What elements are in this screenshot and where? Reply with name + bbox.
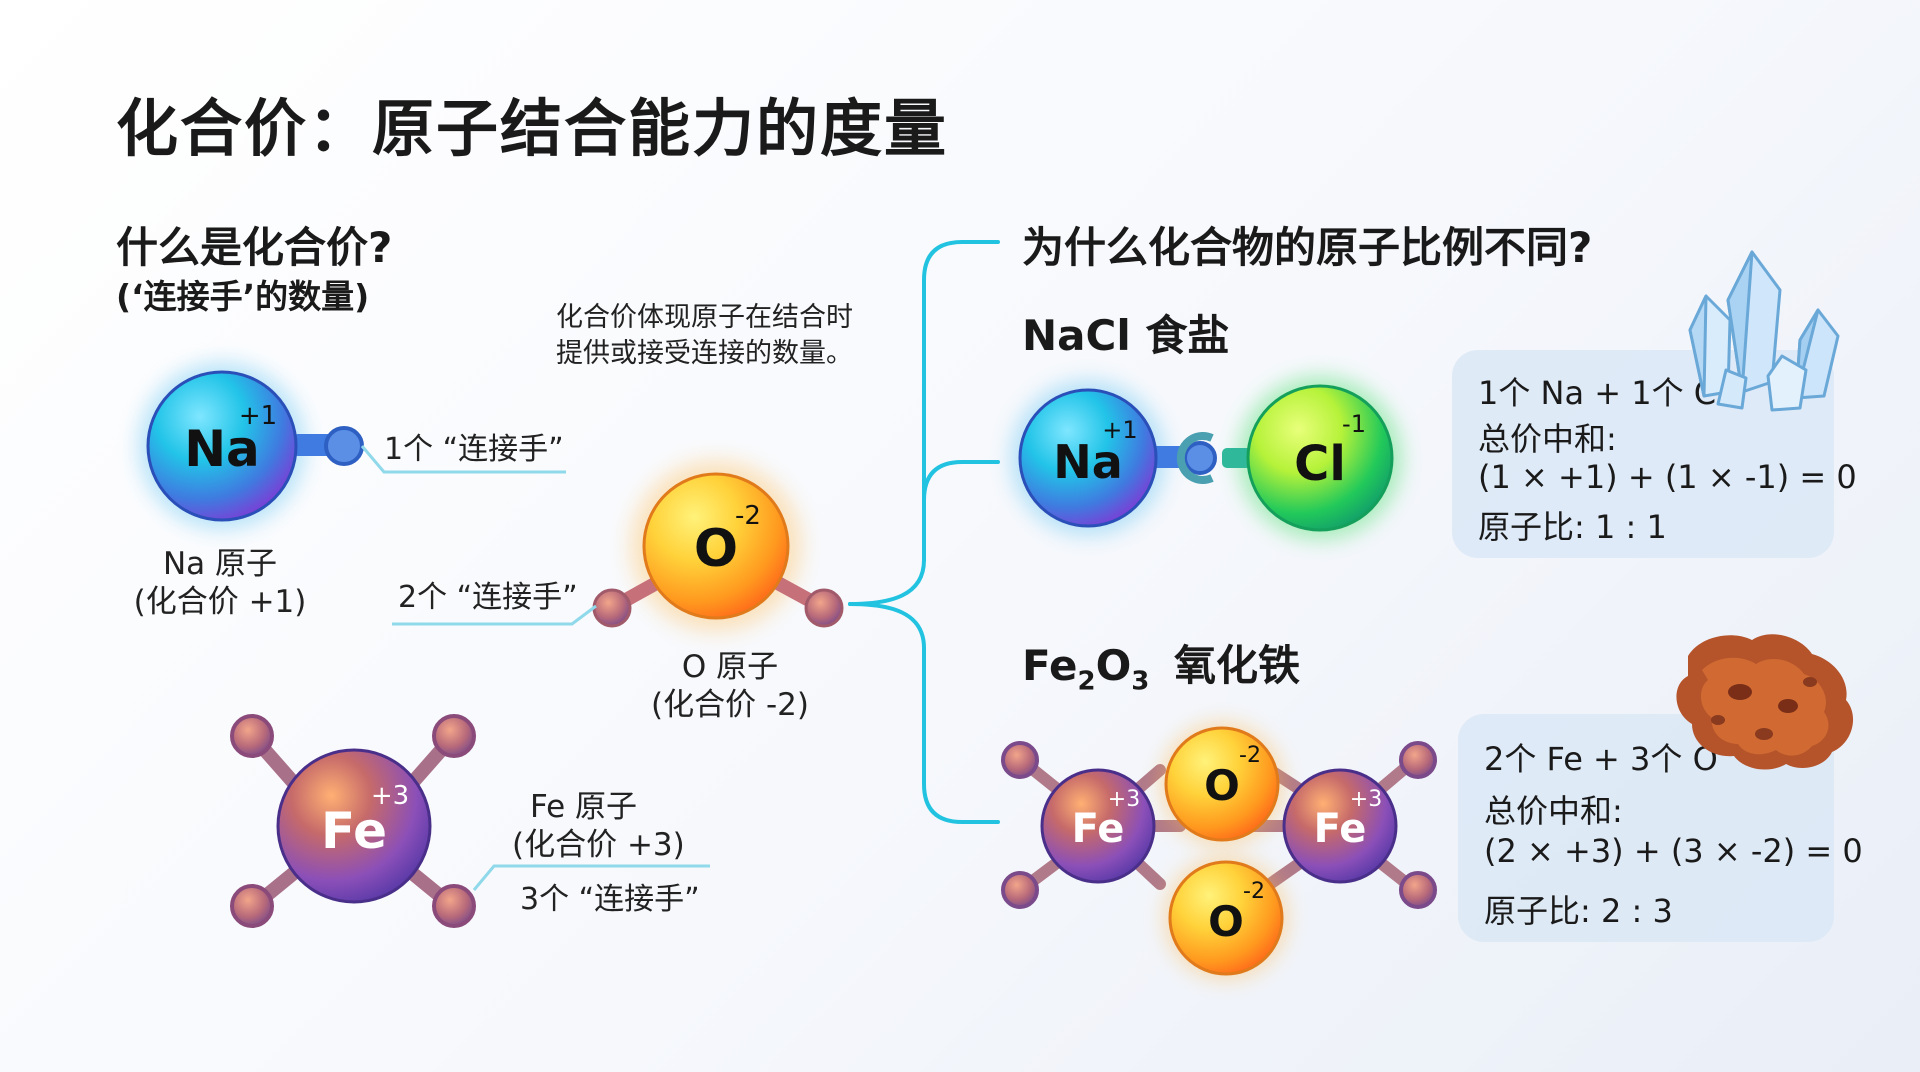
nacl-formula: NaCl 食盐 (1022, 311, 1230, 360)
na-leader-line (360, 445, 566, 474)
rust-powder-icon (1676, 634, 1854, 770)
na-atom: Na +1 (138, 362, 364, 530)
fe2o3-card: 2个 Fe + 3个 O 总价中和: (2 × +3) + (3 × -2) =… (1458, 714, 1863, 942)
fe2o3-card-line3: (2 × +3) + (3 × -2) = 0 (1484, 832, 1863, 870)
fe2o3-formula: Fe2O3 氧化铁 (1022, 632, 1300, 696)
fe2o3-fe1-charge: +3 (1108, 787, 1140, 812)
na-caption-line2: (化合价 +1) (133, 584, 307, 620)
fe2o3-formula-sub2: 3 (1131, 666, 1150, 697)
fe2o3-card-line4: 原子比: 2 : 3 (1484, 892, 1673, 930)
right-heading: 为什么化合物的原子比例不同? (1022, 223, 1593, 272)
nacl-na-symbol: Na (1053, 435, 1123, 489)
fe-atom: Fe +3 (230, 714, 476, 928)
note-line-1: 化合价体现原子在结合时 (556, 302, 853, 333)
fe2o3-o2-symbol: O (1208, 897, 1244, 946)
nacl-card-line4: 原子比: 1 : 1 (1478, 508, 1667, 546)
fe2o3-molecule: O -2 O -2 Fe +3 Fe +3 (1001, 722, 1437, 980)
nacl-card-line1: 1个 Na + 1个 Cl (1478, 374, 1726, 412)
fe2o3-formula-o: O (1095, 641, 1132, 690)
left-heading: 什么是化合价? (116, 223, 393, 272)
fe2o3-formula-fe: Fe (1022, 641, 1078, 690)
na-caption: Na 原子 (化合价 +1) (120, 545, 320, 621)
fe-leader-line (472, 864, 710, 891)
fe-symbol: Fe (321, 802, 387, 860)
o-caption-line2: (化合价 -2) (651, 687, 809, 723)
salt-crystal-icon (1688, 250, 1840, 412)
fe2o3-o2-charge: -2 (1243, 879, 1265, 904)
na-symbol: Na (184, 420, 260, 478)
nacl-card: 1个 Na + 1个 Cl 总价中和: (1 × +1) + (1 × -1) … (1452, 350, 1857, 558)
nacl-card-line3: (1 × +1) + (1 × -1) = 0 (1478, 458, 1857, 496)
page-title: 化合价：原子结合能力的度量 (116, 92, 949, 165)
na-arm-label: 1个 “连接手” (384, 432, 564, 467)
o-caption-line1: O 原子 (681, 649, 779, 685)
nacl-cl-charge: -1 (1342, 410, 1366, 438)
fe2o3-formula-name: 氧化铁 (1174, 641, 1301, 690)
fe-caption-line2: (化合价 +3) (512, 827, 685, 863)
o-arm-label: 2个 “连接手” (398, 580, 578, 615)
fe-arm-label: 3个 “连接手” (520, 882, 700, 917)
o-leader-line (392, 604, 597, 626)
fe2o3-o1-charge: -2 (1239, 743, 1261, 768)
o-caption: O 原子 (化合价 -2) (630, 648, 830, 724)
fe2o3-fe1-symbol: Fe (1072, 806, 1125, 852)
fe2o3-fe2-charge: +3 (1350, 787, 1382, 812)
fe-charge: +3 (371, 781, 409, 811)
fe-caption-line1: Fe 原子 (530, 789, 638, 825)
note-line-2: 提供或接受连接的数量。 (556, 338, 853, 369)
o-atom: O -2 (592, 460, 844, 632)
fe2o3-card-line1: 2个 Fe + 3个 O (1484, 740, 1718, 778)
fe2o3-o1-symbol: O (1204, 761, 1240, 810)
nacl-na-charge: +1 (1102, 416, 1137, 444)
nacl-cl-symbol: Cl (1294, 436, 1346, 492)
fe2o3-formula-sub1: 2 (1077, 666, 1096, 697)
bracket-connector (848, 240, 1000, 824)
na-caption-line1: Na 原子 (162, 546, 278, 582)
nacl-molecule: Na +1 Cl -1 (1010, 376, 1402, 540)
na-charge: +1 (239, 401, 277, 431)
fe2o3-card-line2: 总价中和: (1484, 792, 1623, 830)
left-heading-sub: (‘连接手’的数量) (116, 277, 370, 316)
fe2o3-fe2-symbol: Fe (1314, 806, 1367, 852)
o-charge: -2 (735, 501, 761, 531)
nacl-card-line2: 总价中和: (1478, 420, 1617, 458)
o-symbol: O (694, 519, 738, 579)
fe-caption: Fe 原子 (化合价 +3) (512, 788, 692, 864)
